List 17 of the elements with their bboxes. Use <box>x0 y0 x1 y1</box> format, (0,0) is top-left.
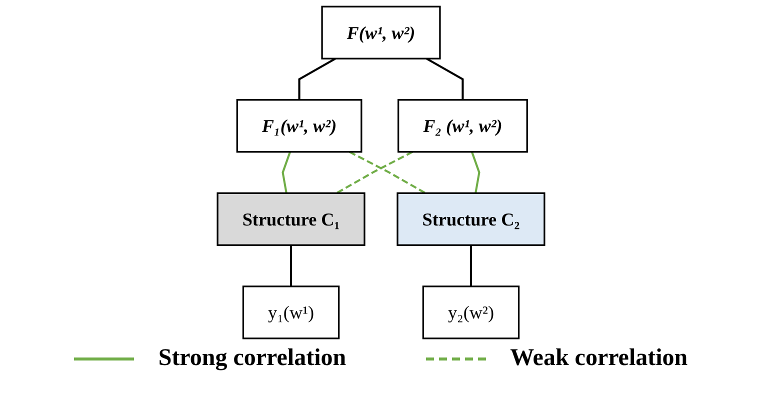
connector <box>470 152 480 194</box>
node-box: Structure C₁ <box>216 192 366 246</box>
node-box: Structure C₂ <box>396 192 546 246</box>
connector <box>290 245 292 286</box>
connector <box>348 150 426 194</box>
node-box: y₂(w²) <box>422 286 520 340</box>
connector <box>282 152 292 194</box>
connector <box>470 245 472 286</box>
node-box: y₁(w¹) <box>242 286 340 340</box>
legend-label: Strong correlation <box>158 345 346 372</box>
node-box: F₂ (w¹, w²) <box>398 99 528 153</box>
connector <box>298 58 336 100</box>
node-box: F(w¹, w²) <box>321 6 441 60</box>
connector <box>336 150 414 194</box>
node-box: F₁(w¹, w²) <box>236 99 362 153</box>
legend-label: Weak correlation <box>510 345 688 372</box>
connector <box>426 58 464 100</box>
